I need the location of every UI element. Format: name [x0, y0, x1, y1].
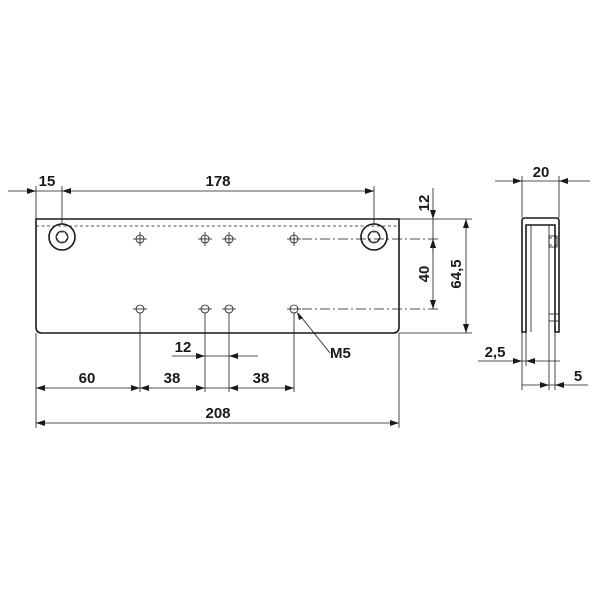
mounting-plate-front-view [35, 218, 400, 334]
dimension-12-vertical: 12 [416, 188, 436, 251]
mounting-hole-right [360, 223, 388, 251]
dimension-208: 208 [36, 405, 399, 426]
side-extension-lines [521, 176, 560, 390]
threaded-hole-lower-row [133, 304, 301, 314]
mounting-hole-left [48, 223, 76, 251]
dimension-2-5: 2,5 [478, 344, 560, 364]
hole-center-lines [302, 238, 440, 310]
dim-label-40: 40 [416, 266, 433, 283]
dim-label-208: 208 [205, 405, 230, 422]
dim-label-64-5: 64,5 [448, 259, 465, 288]
dim-label-60: 60 [79, 370, 96, 387]
dim-label-2-5: 2,5 [485, 344, 506, 361]
thread-label: M5 [330, 345, 351, 362]
dimension-15-178: 15 178 [8, 173, 374, 194]
dimension-64-5: 64,5 [448, 219, 469, 333]
dimension-40: 40 [416, 239, 436, 309]
thread-callout-m5: M5 [297, 312, 351, 362]
mounting-plate-side-view [521, 217, 560, 333]
dimension-20: 20 [495, 164, 590, 184]
dim-label-38-left: 38 [164, 370, 181, 387]
dim-label-15: 15 [39, 173, 56, 190]
dimension-60-38-38: 60 38 38 [36, 370, 294, 391]
threaded-hole-upper-row [133, 232, 301, 246]
dim-label-12-vertical: 12 [416, 195, 433, 212]
dim-label-20: 20 [533, 164, 550, 181]
dim-label-178: 178 [205, 173, 230, 190]
dimension-12-horizontal: 12 [172, 339, 258, 359]
dim-label-5: 5 [574, 368, 582, 385]
dim-label-12-horizontal: 12 [175, 339, 192, 356]
extension-lines [35, 186, 472, 428]
dimension-5: 5 [522, 368, 588, 388]
dim-label-38-right: 38 [253, 370, 270, 387]
